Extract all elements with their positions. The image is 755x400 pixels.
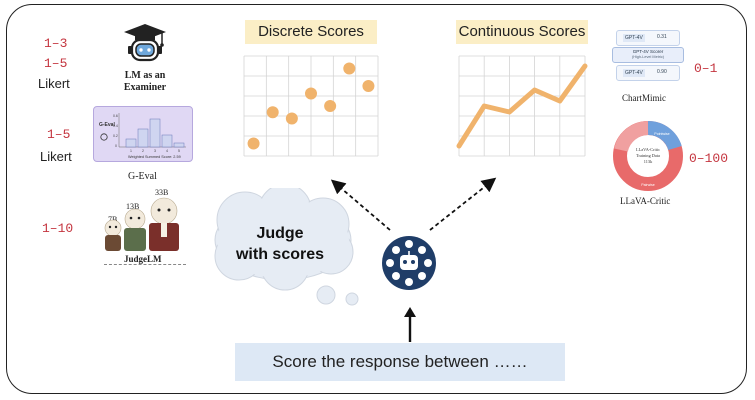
continuous-scores-chart [456, 55, 588, 157]
llava-critic-caption: LLaVA-Critic [620, 196, 671, 206]
continuous-scores-title: Continuous Scores [456, 20, 588, 44]
llava-ring-label-pairwise: Pairwise [641, 183, 655, 187]
chart-grid [243, 55, 379, 157]
chartmimic-scorer: GPT-4V Scorer (High-Level Metric) [612, 47, 684, 63]
judgelm-size-13b: 13B [126, 202, 140, 211]
likert-label-2: Likert [40, 149, 72, 164]
chartmimic-scorer-sub: (High-Level Metric) [631, 55, 665, 59]
chartmimic-card: GPT-4V 0.31 GPT-4V Scorer (High-Level Me… [612, 30, 684, 90]
llava-critic-donut: LLaVA-Critic Training Data 113k Pointwis… [613, 120, 683, 191]
judgelm-size-7b: 7B [108, 215, 118, 224]
geval-xtick-1: 2 [142, 149, 144, 153]
discrete-point-5 [343, 62, 356, 75]
up-arrow-icon [404, 307, 416, 342]
cloud-text-line-2: with scores [235, 246, 325, 263]
cloud-text: Judge with scores [220, 223, 340, 265]
range-judgelm: 1–10 [42, 221, 74, 236]
graduate-robot-icon [124, 24, 166, 62]
range-chartmimic: 0–1 [694, 61, 718, 76]
continuous-line [456, 63, 588, 149]
geval-ytick-3: 0 [115, 144, 117, 148]
llava-ring-label-pointwise: Pointwise [654, 132, 669, 136]
chartmimic-result-bottom: GPT-4V 0.90 [616, 65, 680, 81]
llava-center-line-3: 113k [644, 159, 653, 164]
chartmimic-card1-value: 0.31 [657, 34, 667, 40]
arrow-to-discrete [330, 179, 391, 231]
llava-center-line-2: Training Data [636, 153, 660, 158]
prompt-box: Score the response between …… [235, 343, 565, 381]
chartmimic-card2-label: GPT-4V [623, 69, 645, 77]
chart-grid [458, 55, 586, 157]
discrete-point-3 [305, 87, 317, 100]
dashed-arrows [330, 177, 497, 231]
discrete-point-1 [266, 106, 279, 119]
cloud-text-line-1: Judge [256, 225, 304, 242]
geval-xtick-2: 3 [154, 149, 156, 153]
range-geval: 1–5 [47, 127, 71, 142]
geval-xtick-0: 1 [130, 149, 132, 153]
discrete-point-2 [285, 112, 298, 125]
judgelm-caption: JudgeLM [124, 254, 162, 264]
geval-footer: Weighted Summed Score: 2.59 [128, 155, 181, 159]
judgelm-underline [104, 264, 186, 265]
diagram-frame [6, 4, 747, 394]
arrow-to-continuous [429, 177, 497, 231]
chartmimic-card1-label: GPT-4V [623, 34, 645, 42]
geval-xtick-3: 4 [166, 149, 168, 153]
discrete-scores-title: Discrete Scores [245, 20, 377, 44]
discrete-point-0 [247, 137, 260, 150]
chartmimic-scorer-label: GPT-4V Scorer [632, 49, 664, 54]
llama-mascots-icon [104, 197, 179, 251]
chartmimic-caption: ChartMimic [622, 93, 666, 103]
geval-caption: G-Eval [128, 171, 157, 182]
discrete-scores-chart [243, 55, 379, 157]
likert-label-1: Likert [38, 76, 70, 91]
geval-ytick-2: 0.2 [113, 134, 118, 138]
thought-cloud-icon [214, 188, 359, 306]
judgelm-size-33b: 33B [155, 188, 169, 197]
geval-ytick-0: 0.6 [113, 114, 118, 118]
chartmimic-result-top: GPT-4V 0.31 [616, 30, 680, 46]
geval-ytick-1: 0.4 [113, 124, 118, 128]
discrete-point-4 [324, 100, 337, 112]
llava-center-line-1: LLaVA-Critic [636, 147, 660, 152]
range-lm-examiner-1: 1–3 [44, 36, 68, 51]
range-lm-examiner-2: 1–5 [44, 56, 68, 71]
range-llava-critic: 0–100 [689, 151, 729, 166]
geval-card: G-Eval 0.6 0.4 0.2 0 1 2 3 4 5 Weighted … [93, 106, 193, 162]
chartmimic-card2-value: 0.90 [657, 69, 667, 75]
lm-examiner-caption: LM as an Examiner [123, 70, 167, 93]
robot-hub-icon [382, 236, 436, 290]
geval-chart-label: G-Eval [99, 122, 115, 128]
openai-icon [100, 133, 108, 141]
discrete-point-6 [362, 80, 375, 92]
geval-xtick-4: 5 [178, 149, 180, 153]
